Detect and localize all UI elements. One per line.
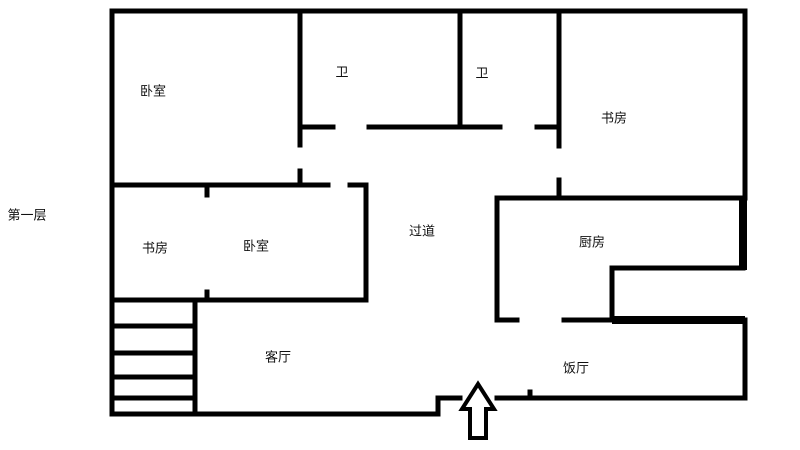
room-hallway: 过道: [408, 224, 436, 240]
entrance-arrow-icon: [458, 380, 498, 440]
room-dining-room: 饭厅: [562, 361, 590, 377]
room-bathroom-1: 卫: [335, 65, 349, 81]
room-study-top-right: 书房: [600, 111, 628, 127]
walls: [109, 8, 748, 417]
room-bathroom-2: 卫: [475, 66, 489, 82]
room-bedroom-middle: 卧室: [242, 239, 270, 255]
room-kitchen: 厨房: [578, 235, 606, 251]
floor-label: 第一层: [7, 208, 47, 224]
room-living-room: 客厅: [264, 350, 292, 366]
room-study-left: 书房: [141, 241, 169, 257]
staircase: [109, 297, 198, 417]
room-bedroom-top-left: 卧室: [139, 84, 167, 100]
